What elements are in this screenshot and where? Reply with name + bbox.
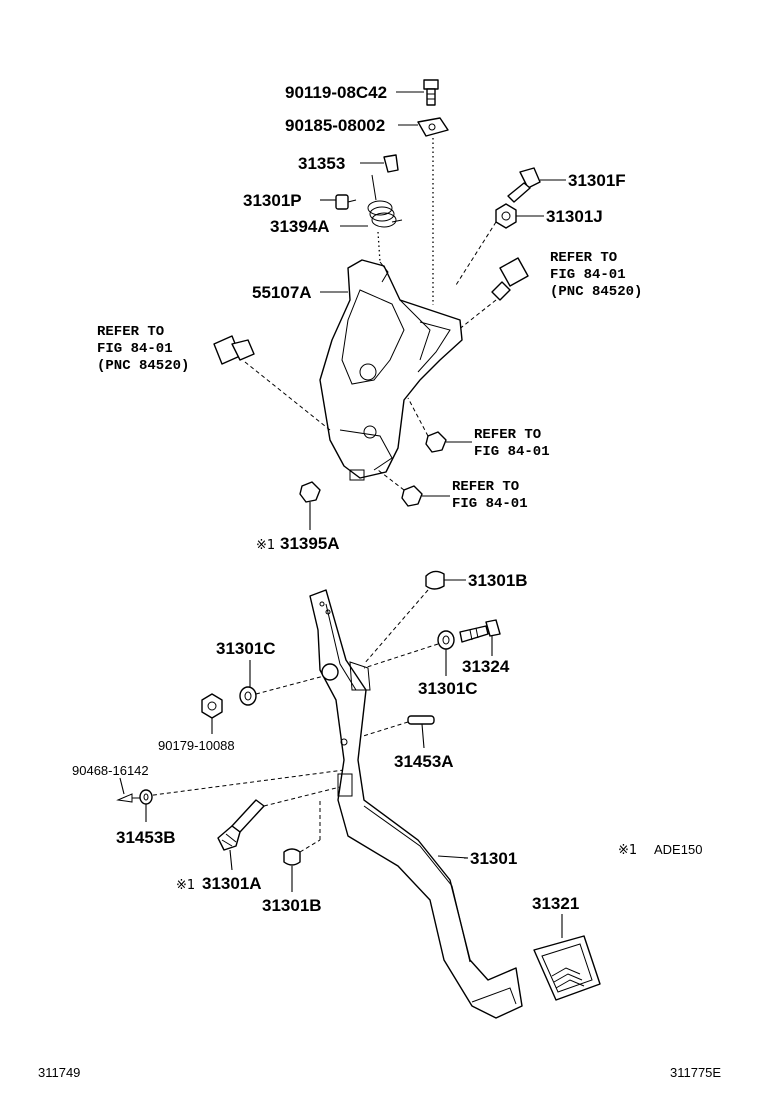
leader-line (437, 855, 469, 859)
label-31394a: 31394A (270, 217, 330, 236)
ref-fig-84-01-left-line1: REFER TO (97, 324, 164, 340)
leader-line (119, 777, 125, 795)
label-31453a: 31453A (394, 752, 454, 771)
alignment-line (363, 589, 429, 665)
ref-fig-84-01-low-line1: REFER TO (452, 479, 519, 495)
bracket-55107a-icon (319, 259, 463, 481)
label-90119-08c42: 90119-08C42 (285, 83, 387, 102)
alignment-line (407, 397, 429, 437)
bush-31301c-left-icon (239, 686, 257, 706)
nut-31301j-icon (495, 203, 517, 229)
label-55107a: 55107A (252, 283, 312, 302)
ref-fig-84-01-right-line1: REFER TO (550, 250, 617, 266)
illustration-code-right: 311775E (670, 1065, 721, 1080)
switch-left-icon (213, 335, 255, 365)
alignment-line (363, 643, 439, 669)
alignment-line (377, 469, 405, 491)
nut-ref-low-icon (401, 485, 423, 507)
label-90185-08002: 90185-08002 (285, 116, 385, 135)
spring-31394a-icon (367, 174, 403, 228)
ref-fig-84-01-right-line2: FIG 84-01 (550, 267, 626, 283)
alignment-line (145, 769, 345, 797)
bolt-31324-icon (459, 619, 501, 643)
nut-90179-10088-icon (201, 693, 223, 719)
washer-31453b-icon (139, 789, 153, 805)
clip-90468-16142-icon (116, 793, 140, 803)
switch-right-icon (491, 257, 529, 301)
ref-fig-84-01-left-line2: FIG 84-01 (97, 341, 173, 357)
label-31301p: 31301P (243, 191, 302, 210)
label-90179-10088: 90179-10088 (158, 738, 235, 753)
label-31301j: 31301J (546, 207, 603, 226)
pedal-lever-31301-icon (309, 589, 523, 1019)
label-31301c-left: 31301C (216, 639, 276, 658)
pin-31301p-icon (335, 194, 357, 210)
leader-line (229, 849, 233, 871)
label-31353: 31353 (298, 154, 345, 173)
clip-nut-90185-08002-icon (417, 117, 449, 137)
alignment-line (263, 785, 345, 807)
cap-31301b-bottom-icon (283, 848, 301, 866)
alignment-line (455, 221, 497, 286)
ref-fig-84-01-left-line3: (PNC 84520) (97, 358, 189, 374)
label-31301: 31301 (470, 849, 517, 868)
label-31453b: 31453B (116, 828, 176, 847)
clip-31353-icon (383, 154, 399, 173)
bolt-31301f-icon (507, 167, 541, 203)
ref-fig-84-01-low-line2: FIG 84-01 (452, 496, 528, 512)
footnote-ade150: ADE150 (654, 842, 702, 857)
bush-31301c-right-icon (437, 630, 455, 650)
footnote-mark-1: ※1 (618, 843, 637, 858)
mark-1-31301a: ※1 (176, 878, 195, 893)
label-31301c-right: 31301C (418, 679, 478, 698)
pin-31453a-icon (407, 715, 435, 725)
label-31301a: 31301A (202, 874, 262, 893)
cap-31301b-top-icon (425, 570, 445, 590)
ref-fig-84-01-right-line3: (PNC 84520) (550, 284, 642, 300)
stopper-bolt-31301a-icon (217, 799, 265, 851)
ref-fig-84-01-mid-line1: REFER TO (474, 427, 541, 443)
cushion-31395a-icon (299, 481, 321, 503)
label-31321: 31321 (532, 894, 579, 913)
label-31395a: 31395A (280, 534, 340, 553)
alignment-line (255, 675, 325, 695)
label-31301f: 31301F (568, 171, 626, 190)
leader-line (421, 723, 425, 749)
alignment-line (244, 361, 331, 431)
nut-ref-mid-icon (425, 431, 447, 453)
pedal-pad-31321-icon (533, 935, 601, 1001)
mark-1-31395a: ※1 (256, 538, 275, 553)
alignment-line (377, 231, 381, 263)
label-31301b-bottom: 31301B (262, 896, 322, 915)
label-31301b-top: 31301B (468, 571, 528, 590)
label-31324: 31324 (462, 657, 510, 676)
illustration-code-left: 311749 (38, 1065, 80, 1080)
label-90468-16142: 90468-16142 (72, 763, 149, 778)
alignment-line (299, 839, 321, 853)
bolt-90119-08c42-icon (423, 79, 439, 106)
ref-fig-84-01-mid-line2: FIG 84-01 (474, 444, 550, 460)
